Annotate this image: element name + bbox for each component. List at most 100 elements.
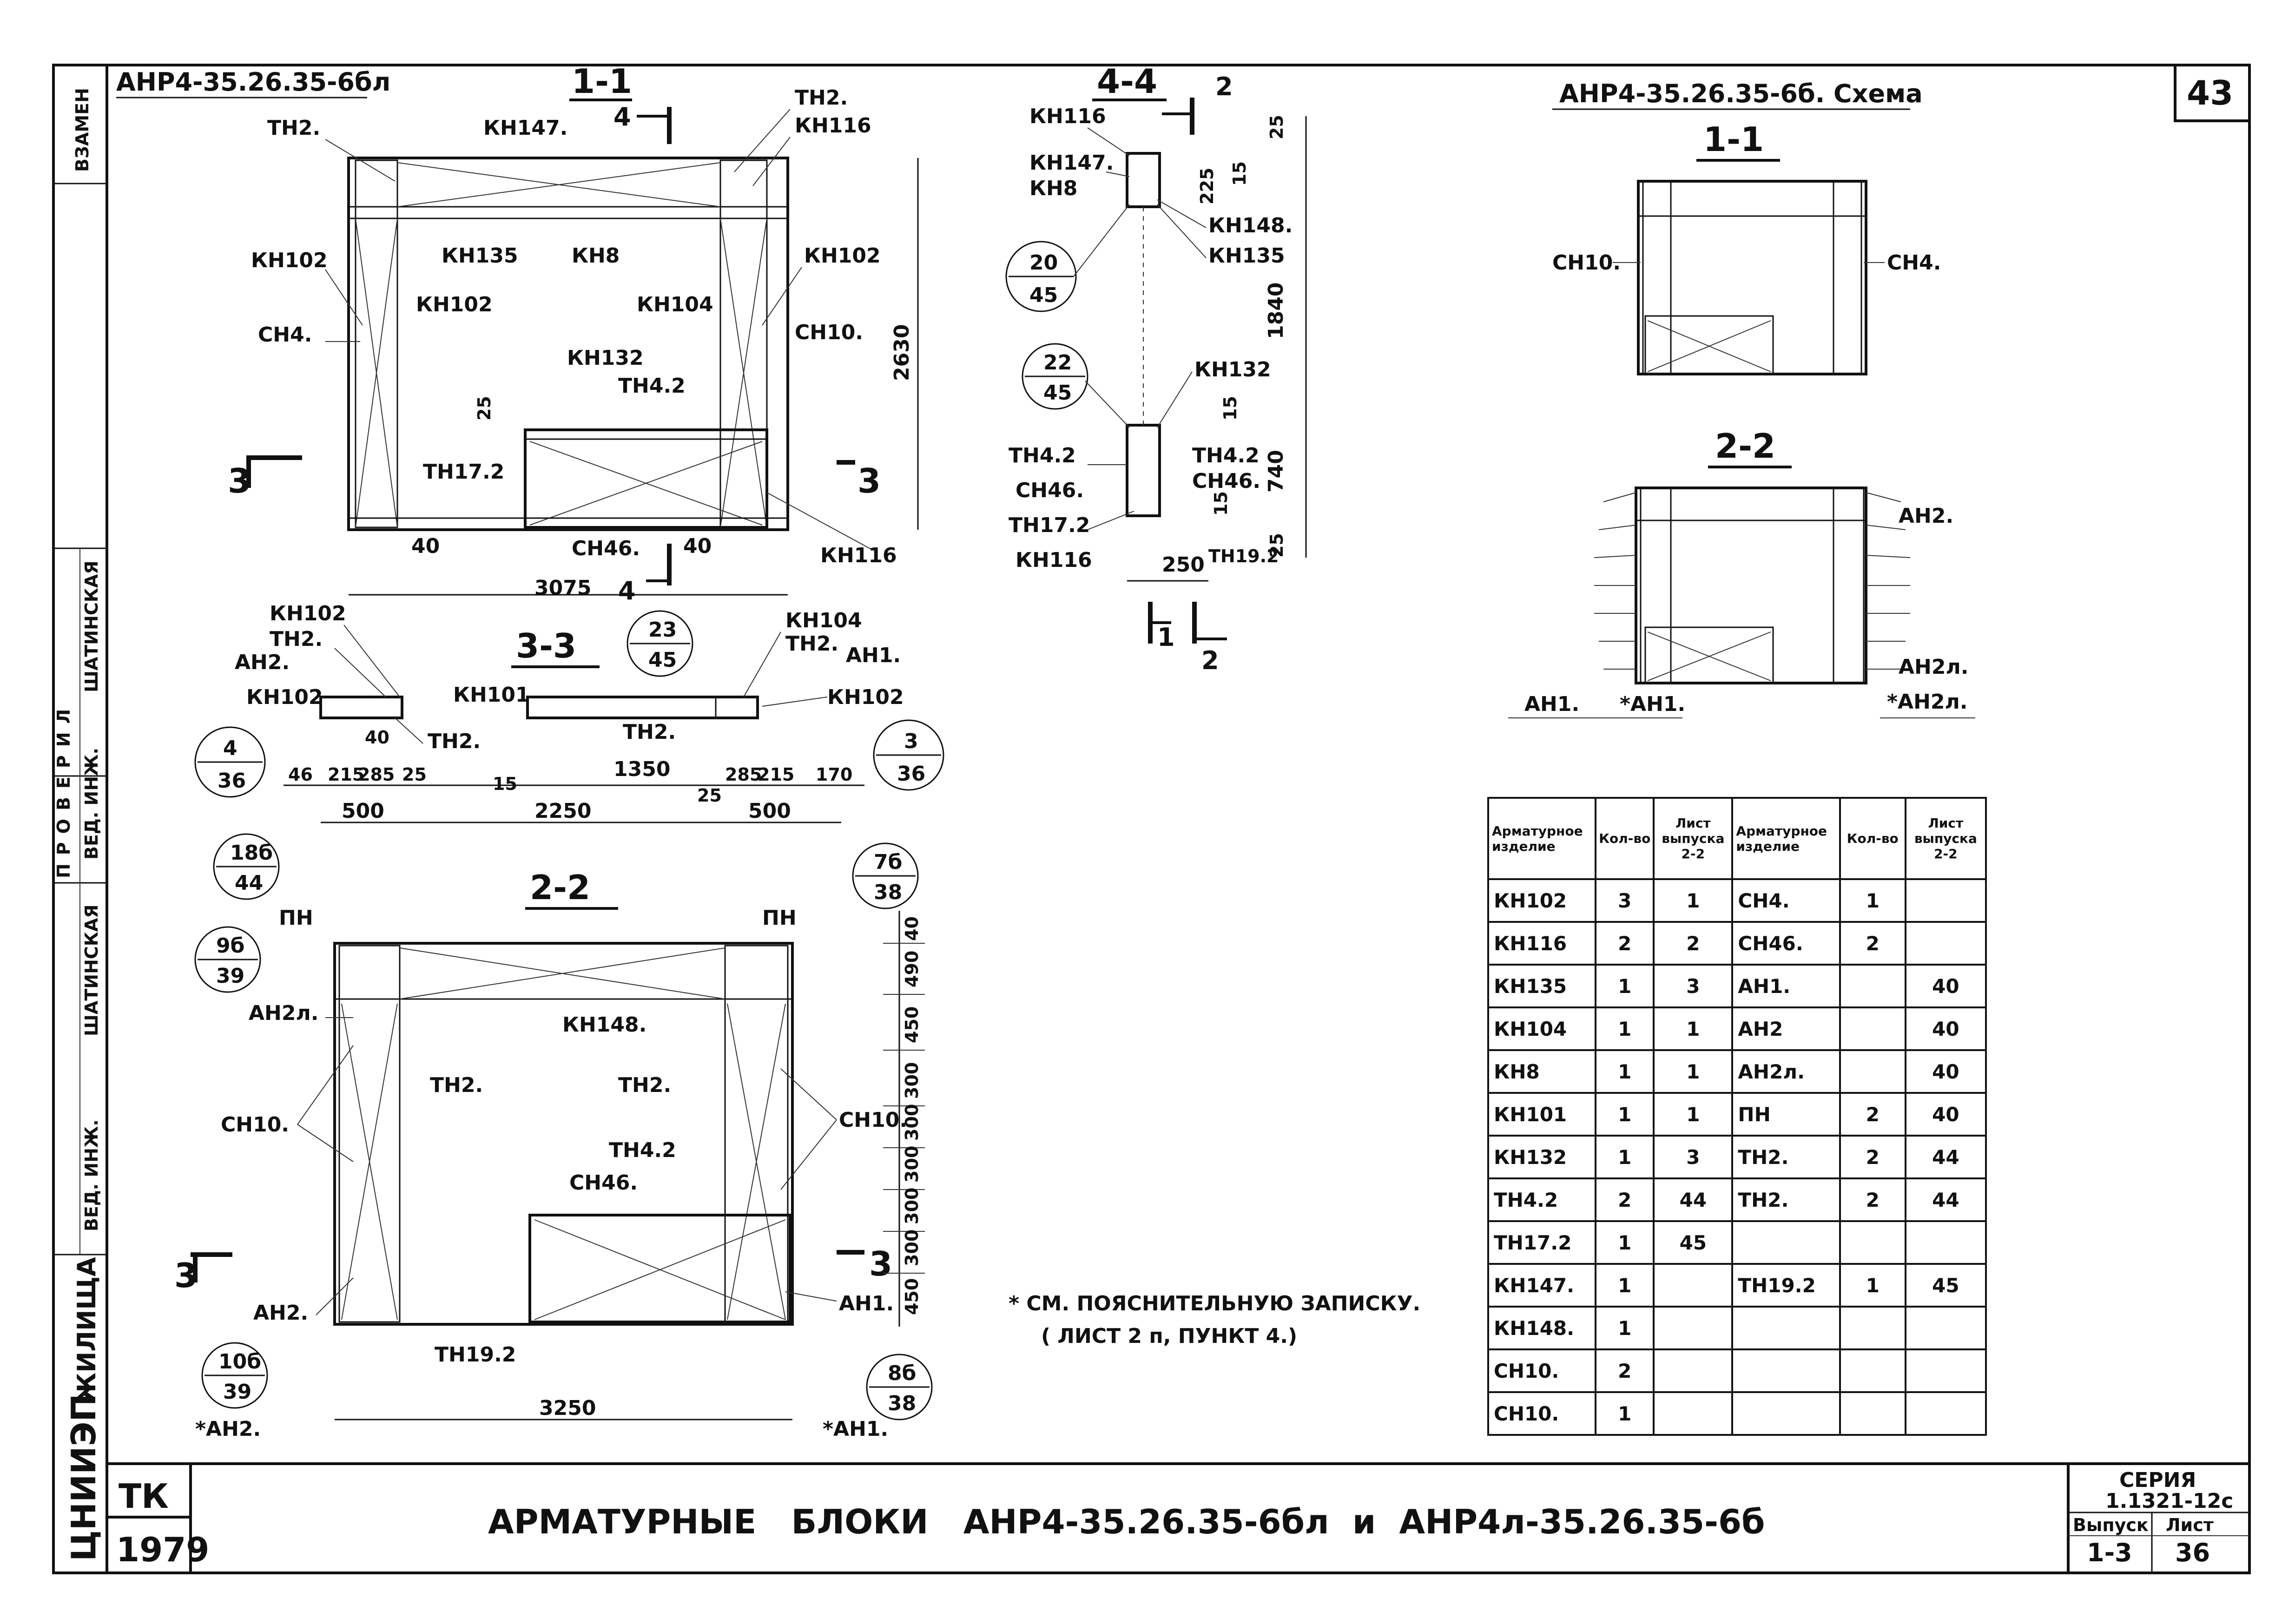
table-cell bbox=[1904, 921, 1987, 966]
table-cell: ТН4.2 bbox=[1487, 1177, 1597, 1222]
table-cell: 3 bbox=[1653, 964, 1734, 1008]
table-cell bbox=[1731, 1391, 1841, 1436]
sheet-frame bbox=[52, 64, 2251, 1574]
side-label-proveril: ПРОВЕРИЛ bbox=[53, 701, 74, 878]
table-cell: 2 bbox=[1839, 1092, 1906, 1137]
table-cell: ТН2. bbox=[1731, 1177, 1841, 1222]
table-cell: СН46. bbox=[1731, 921, 1841, 966]
svg-text:3: 3 bbox=[904, 730, 918, 753]
title-block-seria-label: СЕРИЯ bbox=[2119, 1468, 2196, 1492]
s22-label-kn148: КН148. bbox=[562, 1013, 646, 1037]
table-cell: 40 bbox=[1904, 1006, 1987, 1051]
table-cell: 1 bbox=[1653, 878, 1734, 923]
s22-label-tn19-2: ТН19.2 bbox=[435, 1343, 516, 1367]
s33-ref-right: 3 36 bbox=[873, 719, 944, 791]
table-cell: 44 bbox=[1904, 1177, 1987, 1222]
s22-dim-450b: 450 bbox=[902, 1278, 922, 1315]
svg-text:1: 1 bbox=[1157, 623, 1175, 652]
th-qty-b: Кол-во bbox=[1839, 797, 1906, 880]
s22-label-pn-right: ПН bbox=[762, 906, 797, 930]
side-label-shatinskaya-1: ШАТИНСКАЯ bbox=[81, 561, 102, 693]
table-cell: 1 bbox=[1595, 1092, 1655, 1137]
s44-label-kn8: КН8 bbox=[1029, 177, 1077, 200]
s33-ref-center: 23 45 bbox=[627, 610, 693, 677]
table-cell bbox=[1904, 1348, 1987, 1393]
s22-dim-300c: 300 bbox=[902, 1146, 922, 1183]
table-cell: 2 bbox=[1839, 1177, 1906, 1222]
table-cell: КН101 bbox=[1487, 1092, 1597, 1137]
table-cell bbox=[1839, 1391, 1906, 1436]
s11-dim-25: 25 bbox=[474, 396, 495, 421]
svg-text:8б: 8б bbox=[888, 1361, 916, 1385]
table-cell: 1 bbox=[1653, 1092, 1734, 1137]
s11-label-tn17-2: ТН17.2 bbox=[423, 460, 504, 484]
table-cell: КН8 bbox=[1487, 1049, 1597, 1094]
s22-label-an1-star: *АН1. bbox=[823, 1417, 888, 1441]
svg-text:45: 45 bbox=[648, 648, 677, 672]
section-4-4: 4-4 2 КН116 КН147. КН8 КН148. КН135 КН13… bbox=[1005, 62, 1307, 675]
s33-ref-left: 4 36 bbox=[194, 726, 266, 798]
svg-text:38: 38 bbox=[874, 881, 902, 904]
svg-text:39: 39 bbox=[216, 964, 244, 988]
section-3-3: 3-3 КН102 ТН2. АН2. КН102 ТН2. КН101 ТН2… bbox=[194, 602, 944, 823]
s33-dim-46: 46 bbox=[288, 764, 313, 785]
schema-label-an2l-star: *АН2л. bbox=[1887, 690, 1967, 714]
s44-label-kn148: КН148. bbox=[1208, 214, 1293, 237]
svg-text:22: 22 bbox=[1043, 351, 1072, 375]
svg-text:2: 2 bbox=[1201, 646, 1219, 675]
s11-label-sn4: СН4. bbox=[258, 323, 312, 347]
s44-dim-25b: 25 bbox=[1266, 533, 1287, 558]
table-row: КН148.1 bbox=[1487, 1306, 1987, 1350]
s33-label-kn104: КН104 bbox=[785, 609, 862, 632]
s11-label-kn8: КН8 bbox=[572, 244, 620, 268]
side-label-org: ЦНИИЭП bbox=[64, 1394, 103, 1561]
s33-label-kn101: КН101 bbox=[453, 683, 530, 707]
s44-ref-20-45: 20 45 bbox=[1005, 241, 1077, 312]
svg-text:45: 45 bbox=[1029, 283, 1058, 307]
s22-ref-8b-38: 8б 38 bbox=[866, 1354, 933, 1420]
s11-label-kn147: КН147. bbox=[483, 116, 567, 140]
s44-dim-15a: 15 bbox=[1229, 161, 1250, 186]
table-cell: КН147. bbox=[1487, 1263, 1597, 1308]
svg-text:38: 38 bbox=[888, 1392, 916, 1415]
s33-label-kn102b: КН102 bbox=[246, 685, 323, 709]
s33-label-an2: АН2. bbox=[235, 651, 290, 674]
table-cell: 2 bbox=[1839, 921, 1906, 966]
table-cell bbox=[1731, 1348, 1841, 1393]
side-label-shatinskaya-2: ШАТИНСКАЯ bbox=[81, 905, 102, 1037]
title-block-vypusk-value: 1-3 bbox=[2087, 1538, 2132, 1567]
s33-dim-25b: 25 bbox=[697, 785, 722, 806]
s22-ref-10b-39: 10б 39 bbox=[201, 1342, 268, 1409]
th-sheet-b: Лист выпуска 2-2 bbox=[1904, 797, 1987, 880]
specification-table: Арматурное изделие Кол-во Лист выпуска 2… bbox=[1487, 797, 1987, 1436]
s33-dim-215a: 215 bbox=[328, 764, 364, 785]
section-1-1-cut: 4 bbox=[613, 102, 631, 131]
section-1-1: 1-1 4 ТН2. КН147. ТН2. КН116 КН102 КН135… bbox=[228, 62, 919, 605]
title-block-year: 1979 bbox=[116, 1530, 209, 1569]
svg-text:7б: 7б bbox=[874, 850, 902, 874]
table-cell: 1 bbox=[1595, 1391, 1655, 1436]
s11-label-kn102-l2: КН102 bbox=[416, 293, 493, 316]
section-4-4-title: 4-4 bbox=[1097, 62, 1157, 101]
table-cell: ТН19.2 bbox=[1731, 1263, 1841, 1308]
s44-label-kn132: КН132 bbox=[1194, 358, 1271, 381]
s11-label-tn4-2: ТН4.2 bbox=[618, 374, 686, 398]
side-label-vzamen: ВЗАМЕН bbox=[72, 88, 92, 172]
s11-cut-bottom: 4 bbox=[618, 576, 636, 605]
table-cell bbox=[1731, 1306, 1841, 1350]
s22-dim-490: 490 bbox=[902, 951, 922, 987]
s44-label-tn4-2a: ТН4.2 bbox=[1009, 444, 1076, 467]
s22-dim-40: 40 bbox=[902, 916, 922, 941]
s33-dim-40: 40 bbox=[365, 727, 389, 748]
th-item-b: Арматурное изделие bbox=[1731, 797, 1841, 880]
s22-label-an2: АН2. bbox=[253, 1301, 308, 1325]
s11-label-tn2-left: ТН2. bbox=[267, 116, 320, 140]
section-2-2-main: 2-2 ПН ПН АН2л. КН148. ТН2. ТН2. СН10. С… bbox=[174, 833, 933, 1441]
s22-cut-right: 3 bbox=[869, 1244, 892, 1283]
